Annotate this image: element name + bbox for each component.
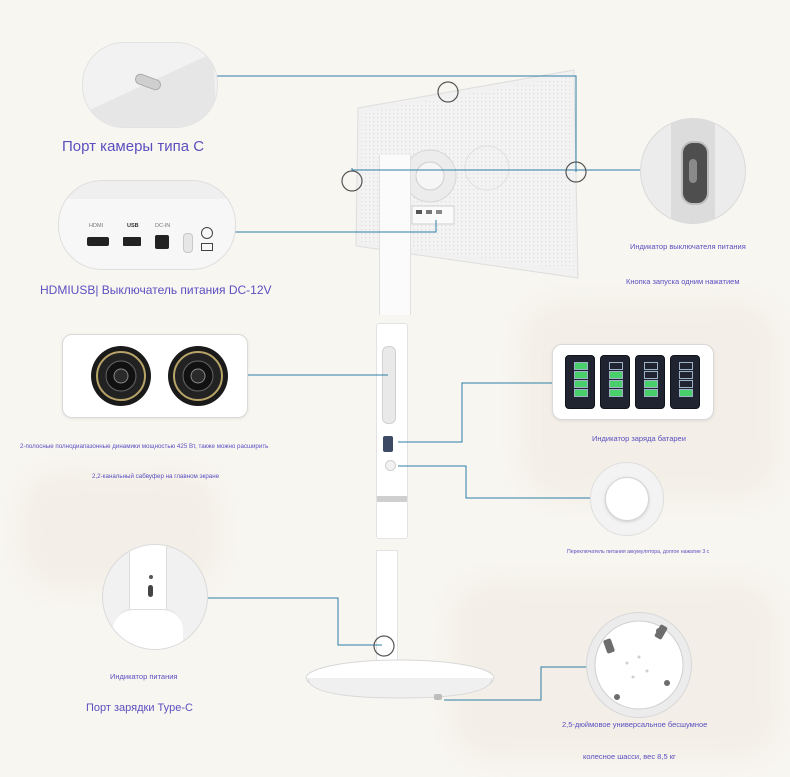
- stand-pole-middle: [376, 323, 408, 539]
- pole-band: [377, 496, 407, 502]
- battery-segment: [644, 371, 658, 379]
- usb-text: USB: [127, 223, 139, 229]
- chassis-card: [586, 612, 692, 718]
- battery-segment: [679, 389, 693, 397]
- battery-segment: [574, 380, 588, 388]
- battery-indicator-card: [552, 344, 714, 420]
- power-switch-indicator-label: Индикатор выключателя питания: [630, 242, 746, 251]
- battery-switch-label: Переключатель питания аккумулятора, долг…: [567, 549, 710, 555]
- chassis-label-line1: 2,5-дюймовое универсальное бесшумное: [562, 720, 708, 729]
- battery-level-icon: [600, 355, 630, 409]
- power-led-icon: [149, 575, 153, 579]
- camera-port-label: Порт камеры типа C: [62, 138, 205, 155]
- battery-segment: [609, 380, 623, 388]
- speaker-left-icon: [91, 346, 151, 406]
- dc-text: DC-IN: [155, 223, 171, 229]
- battery-indicator-label: Индикатор заряда батареи: [592, 434, 686, 443]
- ports-row-label: HDMIUSB| Выключатель питания DC-12V: [40, 283, 272, 297]
- hdmi-port-icon: [87, 237, 109, 246]
- battery-segment: [609, 389, 623, 397]
- typec-charge-port-label: Порт зарядки Type-C: [86, 702, 193, 714]
- battery-segment: [679, 380, 693, 388]
- camera-port-card: [82, 42, 218, 128]
- toggle-switch-icon: [183, 233, 193, 253]
- battery-segment: [574, 371, 588, 379]
- speaker-strip: [382, 346, 396, 424]
- dc-port-icon: [155, 235, 169, 249]
- battery-led: [383, 436, 393, 452]
- speaker-right-icon: [168, 346, 228, 406]
- battery-switch[interactable]: [385, 460, 396, 471]
- chassis-label-line2: колесное шасси, вес 8,5 кг: [583, 752, 676, 761]
- one-touch-button-label: Кнопка запуска одним нажатием: [626, 277, 740, 286]
- ports-panel-card: HDMI USB DC-IN: [58, 180, 236, 270]
- stand-pole-upper: [379, 155, 411, 315]
- battery-segment: [609, 362, 623, 370]
- battery-segment: [574, 362, 588, 370]
- usb-port-icon: [123, 237, 141, 246]
- power-indicator-card: [102, 544, 208, 650]
- power-symbol-icon: [201, 227, 213, 239]
- battery-level-icon: [670, 355, 700, 409]
- battery-level-icon: [635, 355, 665, 409]
- battery-segment: [679, 362, 693, 370]
- typec-port-icon: [148, 585, 153, 597]
- battery-segment: [644, 380, 658, 388]
- speakers-label-line1: 2-полосные полнодиапазонные динамики мощ…: [20, 443, 269, 450]
- hdmi-text: HDMI: [89, 223, 104, 229]
- power-indicator-label: Индикатор питания: [110, 672, 178, 681]
- power-switch-card: [640, 118, 746, 224]
- stand-base: [304, 656, 496, 702]
- battery-segment: [644, 389, 658, 397]
- speakers-card: [62, 334, 248, 418]
- battery-segment: [679, 371, 693, 379]
- round-button-icon: [605, 477, 649, 521]
- battery-segment: [609, 371, 623, 379]
- battery-level-icon: [565, 355, 595, 409]
- battery-segment: [574, 389, 588, 397]
- battery-switch-card: [590, 462, 664, 536]
- speakers-label-line2: 2,2-канальный сабвуфер на главном экране: [92, 473, 220, 480]
- battery-segment: [644, 362, 658, 370]
- monitor-back: [352, 68, 580, 279]
- battery-small-icon: [201, 243, 213, 251]
